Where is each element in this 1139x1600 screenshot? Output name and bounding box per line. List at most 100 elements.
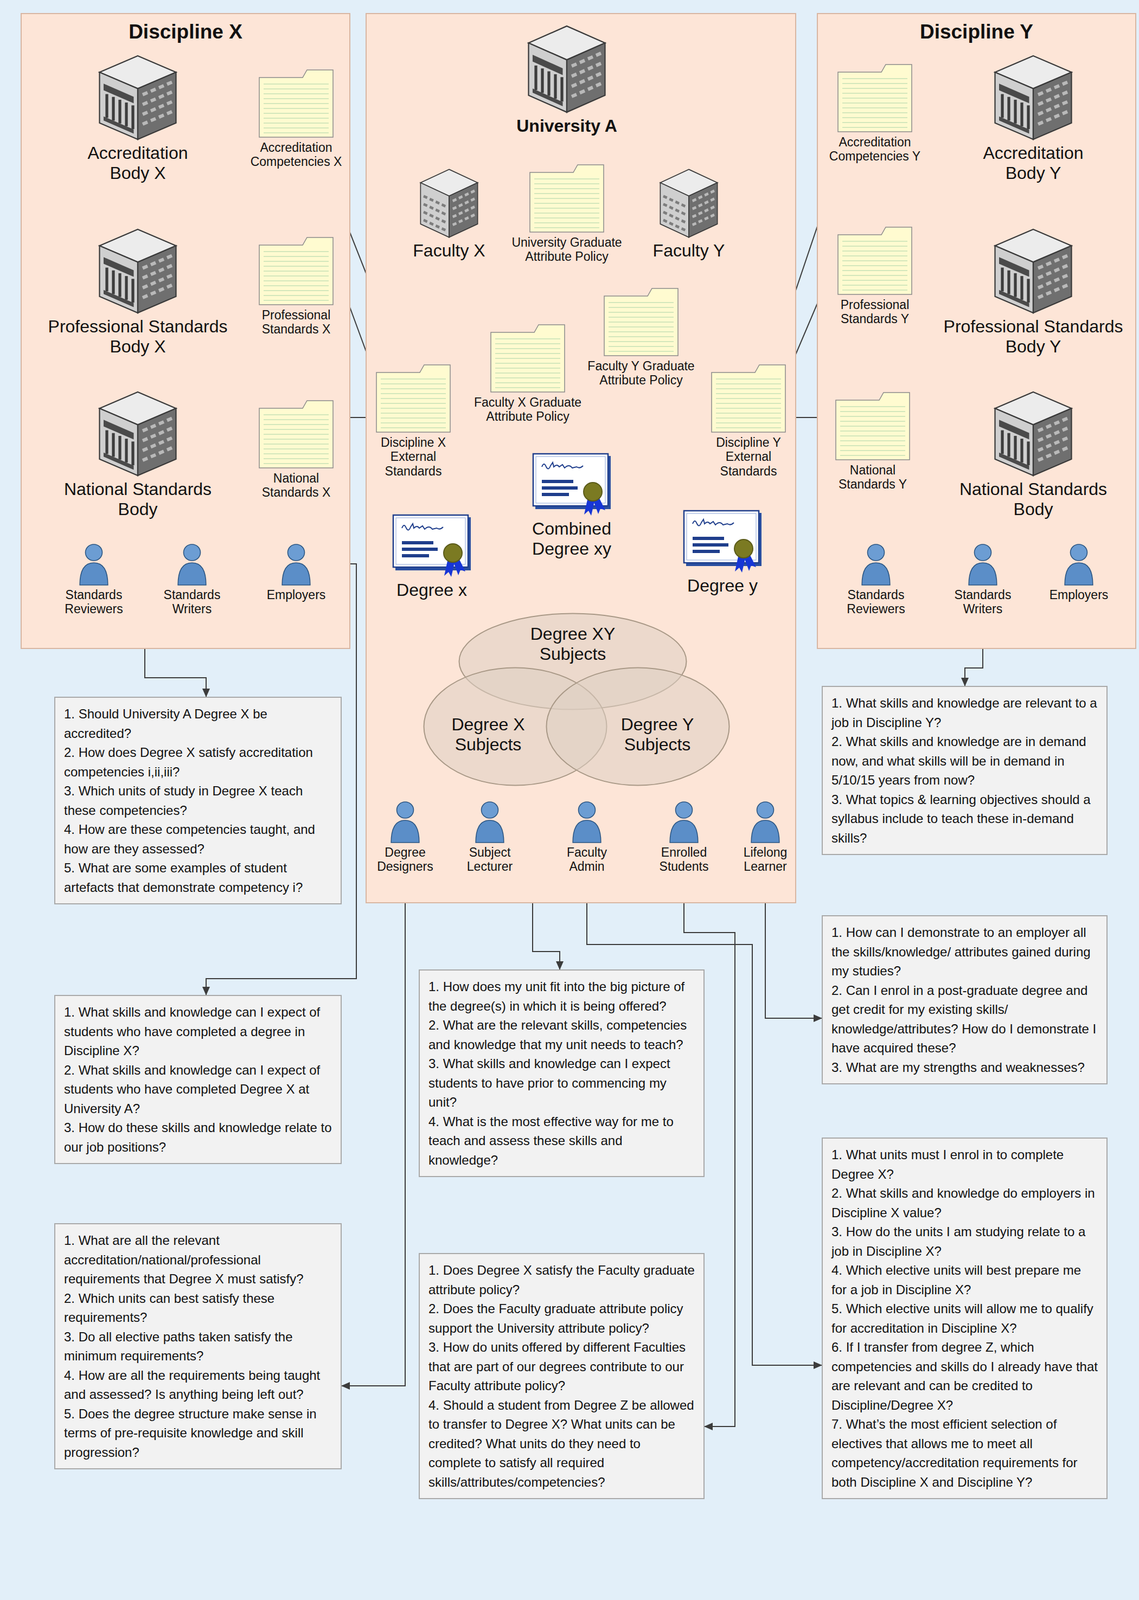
question-item: 2. What skills and knowledge are in dema…: [831, 732, 1098, 791]
building-node: National Standards Body: [55, 390, 221, 520]
question-item: 4. Which elective units will best prepar…: [831, 1261, 1098, 1300]
faculty-icon: [658, 168, 720, 239]
certificate-icon: [532, 452, 612, 517]
question-item: 5. Does the degree structure make sense …: [64, 1404, 332, 1463]
document-node: Accreditation Competencies X: [243, 67, 349, 170]
question-box: 1. What skills and knowledge can I expec…: [54, 995, 342, 1165]
icon-label: Employers: [266, 587, 326, 603]
faculty-node: Faculty X: [411, 168, 487, 261]
person-node: Faculty Admin: [550, 800, 624, 875]
building-icon: [97, 227, 179, 315]
building-icon: [97, 390, 179, 478]
document-icon: [528, 162, 605, 234]
icon-label: Standards Writers: [151, 587, 233, 617]
icon-label: Degree Designers: [369, 845, 441, 875]
question-box: 1. How can I demonstrate to an employer …: [821, 915, 1108, 1085]
icon-label: Faculty X Graduate Attribute Policy: [468, 395, 588, 425]
icon-label: Enrolled Students: [648, 845, 720, 875]
question-item: 2. Can I enrol in a post-graduate degree…: [831, 981, 1098, 1059]
question-item: 3. What topics & learning objectives sho…: [831, 790, 1098, 849]
icon-label: Standards Writers: [942, 587, 1024, 617]
question-item: 4. What is the most effective way for me…: [428, 1112, 695, 1171]
icon-label: Employers: [1049, 587, 1109, 603]
icon-label: National Standards Body: [56, 479, 220, 520]
panel-title: Discipline Y: [817, 14, 1136, 44]
icon-label: Faculty X: [412, 240, 485, 261]
person-node: Enrolled Students: [647, 800, 721, 875]
icon-label: Discipline Y External Standards: [712, 435, 786, 479]
person-icon: [175, 542, 209, 586]
question-box: 1. Does Degree X satisfy the Faculty gra…: [418, 1253, 705, 1500]
document-icon: [489, 322, 566, 394]
question-box: 1. How does my unit fit into the big pic…: [418, 969, 705, 1178]
document-icon: [836, 62, 913, 133]
question-item: 2. Does the Faculty graduate attribute p…: [428, 1299, 695, 1339]
icon-label: Standards Reviewers: [835, 587, 917, 617]
person-icon: [748, 800, 783, 844]
question-item: 1. How can I demonstrate to an employer …: [831, 923, 1098, 982]
venn-ellipse: Degree Y Subjects: [545, 667, 731, 787]
person-icon: [472, 800, 507, 844]
icon-label: Lifelong Learner: [730, 845, 801, 875]
question-item: 1. What skills and knowledge are relevan…: [831, 693, 1098, 733]
icon-label: Subject Lecturer: [454, 845, 526, 875]
building-icon: [992, 54, 1074, 142]
icon-label: Accreditation Competencies X: [244, 140, 348, 170]
certificate-node: Degree y: [681, 509, 764, 597]
document-node: University Graduate Attribute Policy: [495, 162, 639, 265]
question-box: 1. Should University A Degree X be accre…: [54, 696, 342, 905]
icon-label: Accreditation Competencies Y: [823, 135, 927, 164]
question-item: 5. What are some examples of student art…: [64, 858, 332, 898]
question-item: 1. How does my unit fit into the big pic…: [428, 977, 695, 1016]
document-icon: [258, 235, 335, 306]
building-node: Professional Standards Body Y: [939, 227, 1127, 357]
icon-label: Accreditation Body X: [67, 143, 209, 184]
icon-label: Faculty Y: [653, 240, 726, 261]
person-node: Standards Reviewers: [52, 542, 136, 617]
building-icon: [97, 54, 179, 142]
person-node: Employers: [1048, 542, 1110, 603]
person-icon: [279, 542, 313, 586]
question-item: 2. What skills and knowledge can I expec…: [64, 1060, 332, 1119]
discipline-panel: Discipline Y Accreditation Competencies Y…: [816, 13, 1137, 650]
question-item: 6. If I transfer from degree Z, which co…: [831, 1338, 1098, 1416]
question-item: 1. Does Degree X satisfy the Faculty gra…: [428, 1261, 695, 1300]
person-icon: [1061, 542, 1096, 586]
icon-label: Combined Degree xy: [517, 519, 626, 560]
question-item: 2. What are the relevant skills, compete…: [428, 1015, 695, 1055]
document-node: Professional Standards Y: [827, 225, 923, 327]
icon-label: Discipline X External Standards: [376, 435, 451, 479]
icon-label: National Standards Body: [951, 479, 1115, 520]
person-icon: [77, 542, 111, 586]
certificate-node: Degree x: [391, 514, 473, 601]
icon-label: Degree y: [687, 576, 758, 597]
question-item: 2. Which units can best satisfy these re…: [64, 1289, 332, 1328]
certificate-icon: [682, 509, 763, 574]
document-node: National Standards X: [251, 398, 341, 501]
connector: [341, 874, 406, 1387]
faculty-icon: [418, 168, 480, 239]
certificate-node: Combined Degree xy: [516, 452, 627, 560]
question-item: 3. How do units offered by different Fac…: [428, 1338, 695, 1397]
person-node: Employers: [265, 542, 328, 603]
person-icon: [965, 542, 1000, 586]
person-node: Standards Writers: [941, 542, 1025, 617]
question-item: 1. What are all the relevant accreditati…: [64, 1231, 332, 1290]
discipline-panel: Discipline XAccreditation Body XAccredit…: [20, 13, 351, 650]
question-item: 3. How do these skills and knowledge rel…: [64, 1118, 332, 1157]
icon-label: Professional Standards Body Y: [941, 316, 1126, 357]
question-item: 3. Which units of study in Degree X teac…: [64, 781, 332, 821]
ellipse-label: Degree XY Subjects: [524, 624, 622, 665]
question-box: 1. What units must I enrol in to complet…: [821, 1137, 1108, 1500]
question-item: 4. Should a student from Degree Z be all…: [428, 1396, 695, 1493]
question-item: 1. Should University A Degree X be accre…: [64, 704, 332, 744]
icon-label: National Standards Y: [829, 463, 917, 492]
document-icon: [258, 67, 335, 139]
question-item: 5. Which elective units will allow me to…: [831, 1299, 1098, 1339]
icon-label: Standards Reviewers: [53, 587, 135, 617]
question-item: 3. What are my strengths and weaknesses?: [831, 1058, 1098, 1078]
question-item: 1. What skills and knowledge can I expec…: [64, 1002, 332, 1061]
building-node: Professional Standards Body X: [44, 227, 232, 357]
question-item: 3. How do the units I am studying relate…: [831, 1222, 1098, 1262]
